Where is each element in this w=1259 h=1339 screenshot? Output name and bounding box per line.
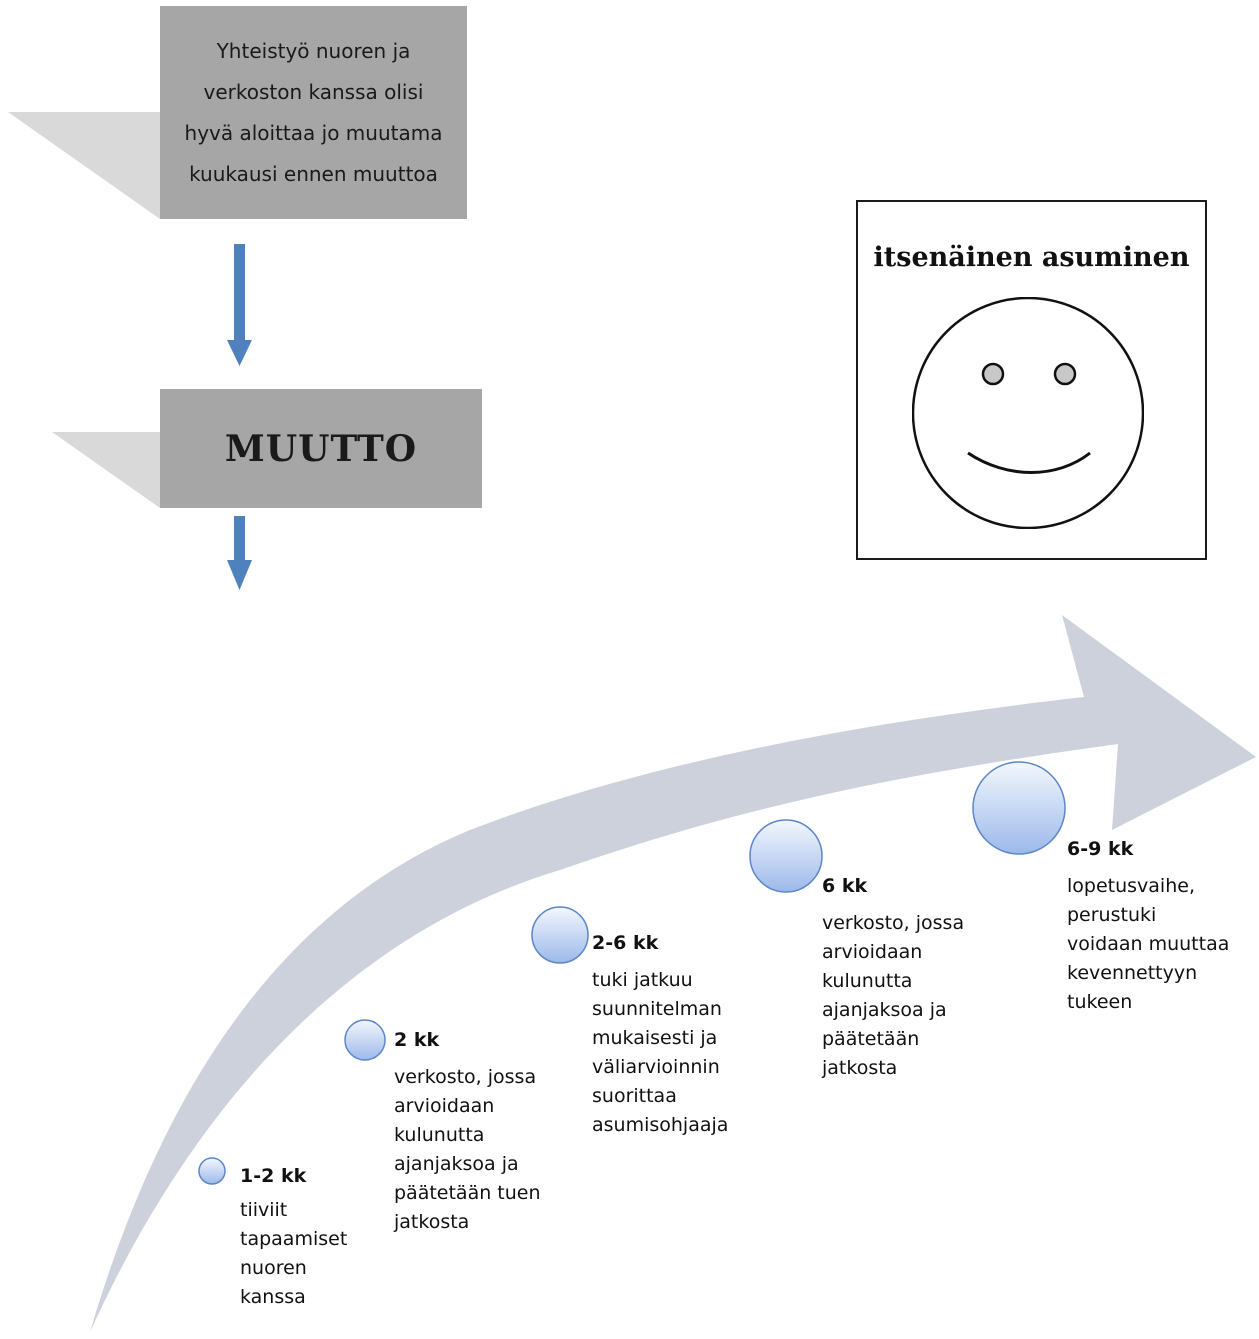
milestone-circle: [198, 1157, 226, 1185]
stage-2: 2 kk verkosto, jossa arvioidaan kulunutt…: [394, 1029, 541, 1237]
stage-description: tuki jatkuu suunnitelman mukaisesti ja v…: [592, 969, 729, 1136]
down-arrow-icon: [227, 244, 252, 366]
stage-3: 2-6 kk tuki jatkuu suunnitelman mukaises…: [592, 932, 728, 1140]
smiley-face-icon: [912, 297, 1144, 529]
stage-period: 1-2 kk: [240, 1165, 307, 1187]
stage-period: 2-6 kk: [592, 932, 659, 954]
intro-callout-tail: [8, 112, 160, 219]
milestone-circle: [344, 1019, 386, 1061]
stage-description: lopetusvaihe, perustuki voidaan muuttaa …: [1067, 875, 1230, 1013]
stage-4: 6 kk verkosto, jossa arvioidaan kulunutt…: [822, 875, 964, 1083]
stage-description: tiiviit tapaamiset nuoren kanssa: [240, 1199, 348, 1308]
stage-1: 1-2 kk tiiviit tapaamiset nuoren kanssa: [240, 1165, 347, 1312]
intro-callout-box: Yhteistyö nuoren ja verkoston kanssa oli…: [160, 6, 467, 219]
move-callout-tail: [52, 432, 160, 508]
stage-description: verkosto, jossa arvioidaan kulunutta aja…: [822, 912, 965, 1079]
stage-period: 6 kk: [822, 875, 868, 897]
stage-period: 2 kk: [394, 1029, 440, 1051]
milestone-circle: [972, 761, 1066, 855]
stage-description: verkosto, jossa arvioidaan kulunutta aja…: [394, 1066, 541, 1233]
progress-arrow-shape: [90, 615, 1256, 1332]
move-callout-box: MUUTTO: [160, 389, 482, 508]
stage-5: 6-9 kk lopetusvaihe, perustuki voidaan m…: [1067, 838, 1229, 1017]
move-label: MUUTTO: [224, 427, 418, 470]
goal-box: itsenäinen asuminen: [856, 200, 1207, 560]
milestone-circle: [749, 819, 823, 893]
down-arrow-icon: [227, 516, 252, 590]
milestone-circle: [531, 906, 589, 964]
intro-text: Yhteistyö nuoren ja verkoston kanssa oli…: [184, 38, 443, 186]
goal-title: itsenäinen asuminen: [873, 242, 1190, 273]
stage-period: 6-9 kk: [1067, 838, 1134, 860]
